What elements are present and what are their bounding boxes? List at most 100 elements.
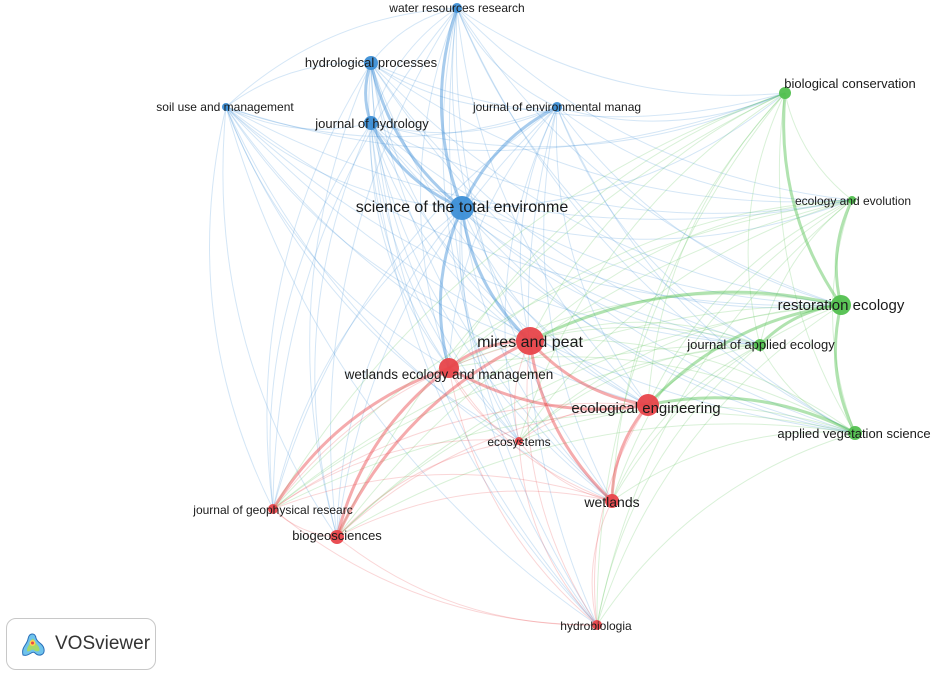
link-jenv-applveg: [556, 106, 856, 434]
node-jgeo[interactable]: [268, 504, 278, 514]
node-ecosys[interactable]: [515, 437, 523, 445]
label-ecosys[interactable]: ecosystems: [487, 435, 550, 449]
node-jappl[interactable]: [754, 339, 766, 351]
link-hydroproc-applveg: [370, 62, 856, 434]
link-ecoevo-hydrobio: [596, 199, 853, 626]
label-wetlands[interactable]: wetlands: [583, 494, 639, 510]
link-jappl-hydrobio: [596, 344, 761, 626]
link-soil-ecoevo: [225, 106, 853, 220]
label-biogeo[interactable]: biogeosciences: [292, 528, 382, 543]
link-hydroproc-stoten: [369, 62, 463, 210]
node-restor[interactable]: [831, 295, 851, 315]
label-applveg[interactable]: applied vegetation science: [777, 426, 930, 441]
node-jenv[interactable]: [552, 102, 562, 112]
label-jgeo[interactable]: journal of geophysical researc: [192, 503, 352, 517]
network-nodes: [222, 3, 862, 630]
link-stoten-jappl: [461, 207, 761, 346]
label-hydroproc[interactable]: hydrological processes: [305, 55, 438, 70]
link-water-wetlands: [455, 7, 613, 502]
link-biocons-wetman: [448, 92, 786, 369]
node-biogeo[interactable]: [330, 530, 344, 544]
link-biocons-jgeo: [272, 92, 786, 510]
link-jhydro-restor: [370, 122, 842, 306]
link-ecoeng-wetlands: [610, 404, 650, 502]
link-jhydro-stoten: [369, 122, 463, 210]
node-wetman[interactable]: [439, 358, 459, 378]
link-biocons-ecoevo: [784, 92, 853, 201]
link-hydroproc-biocons: [370, 62, 786, 118]
link-hydroproc-mires: [370, 62, 531, 342]
link-jappl-mires: [529, 321, 761, 346]
node-mires[interactable]: [516, 327, 544, 355]
vosviewer-logo: VOSviewer: [6, 618, 156, 670]
node-hydrobio[interactable]: [592, 620, 602, 630]
label-stoten[interactable]: science of the total environme: [356, 199, 569, 216]
label-jenv[interactable]: journal of environmental manag: [472, 100, 641, 114]
link-wetman-biogeo: [335, 366, 450, 538]
link-jhydro-wetman: [370, 122, 450, 369]
link-restor-ecosys: [518, 304, 842, 442]
link-applveg-ecoeng: [647, 396, 856, 435]
label-soil[interactable]: soil use and management: [156, 100, 294, 114]
network-labels: water resources research hydrological pr…: [156, 1, 930, 633]
link-water-jhydro: [370, 7, 458, 124]
node-soil[interactable]: [222, 103, 230, 111]
link-soil-ecosys: [225, 106, 520, 442]
link-jenv-biogeo: [336, 106, 558, 538]
label-water[interactable]: water resources research: [388, 1, 524, 15]
link-jgeo-hydrobio: [272, 508, 598, 626]
label-jhydro[interactable]: journal of hydrology: [314, 116, 429, 131]
label-ecoevo[interactable]: ecology and evolution: [795, 194, 911, 208]
link-wetlands-jgeo: [272, 473, 613, 510]
link-soil-biocons: [225, 92, 786, 152]
link-stoten-biogeo: [336, 207, 463, 538]
link-wetman-ecoeng: [448, 366, 649, 411]
link-ecosys-biogeo: [336, 440, 520, 538]
label-wetman[interactable]: wetlands ecology and managemen: [344, 367, 554, 382]
link-hydroproc-biogeo: [309, 62, 372, 538]
link-biocons-ecoeng: [647, 92, 786, 406]
label-restor[interactable]: restoration ecology: [778, 297, 905, 314]
link-biocons-biogeo: [336, 92, 786, 538]
link-biocons-wetlands: [611, 92, 786, 502]
link-water-ecoeng: [456, 7, 649, 406]
node-biocons[interactable]: [779, 87, 791, 99]
link-ecoevo-mires: [529, 199, 853, 342]
link-applveg-mires: [529, 339, 856, 434]
link-soil-stoten: [225, 106, 463, 209]
link-mires-ecoeng: [528, 340, 649, 407]
link-biocons-restor: [782, 92, 843, 306]
label-jappl[interactable]: journal of applied ecology: [686, 337, 835, 352]
link-hydroproc-jenv: [370, 62, 558, 110]
link-stoten-ecosys: [459, 207, 520, 442]
link-water-jenv: [456, 7, 558, 108]
label-biocons[interactable]: biological conservation: [784, 76, 916, 91]
link-jhydro-ecoeng: [370, 122, 649, 406]
node-ecoevo[interactable]: [848, 196, 856, 204]
link-jappl-wetman: [448, 326, 761, 369]
link-ecoeng-jgeo: [272, 402, 649, 510]
node-stoten[interactable]: [450, 196, 474, 220]
link-ecoevo-ecosys: [518, 199, 853, 442]
link-stoten-hydrobio: [461, 207, 598, 626]
label-hydrobio[interactable]: hydrobiologia: [560, 619, 632, 633]
label-ecoeng[interactable]: ecological engineering: [571, 400, 720, 417]
link-applveg-ecosys: [518, 406, 856, 442]
node-hydroproc[interactable]: [364, 56, 378, 70]
link-stoten-biocons: [461, 92, 786, 209]
link-water-ecosys: [442, 7, 520, 442]
link-water-stoten: [439, 7, 464, 209]
label-mires[interactable]: mires and peat: [477, 334, 583, 351]
link-jenv-wetman: [448, 106, 558, 369]
node-ecoeng[interactable]: [637, 394, 659, 416]
link-biocons-jappl: [747, 92, 786, 346]
link-stoten-wetlands: [461, 207, 613, 502]
link-jenv-wetlands: [543, 106, 613, 502]
node-wetlands[interactable]: [605, 494, 619, 508]
node-water[interactable]: [452, 3, 462, 13]
link-restor-wetman: [448, 293, 842, 369]
link-stoten-applveg: [461, 207, 856, 434]
node-applveg[interactable]: [848, 426, 862, 440]
link-jenv-jappl: [556, 106, 761, 346]
node-jhydro[interactable]: [364, 116, 378, 130]
